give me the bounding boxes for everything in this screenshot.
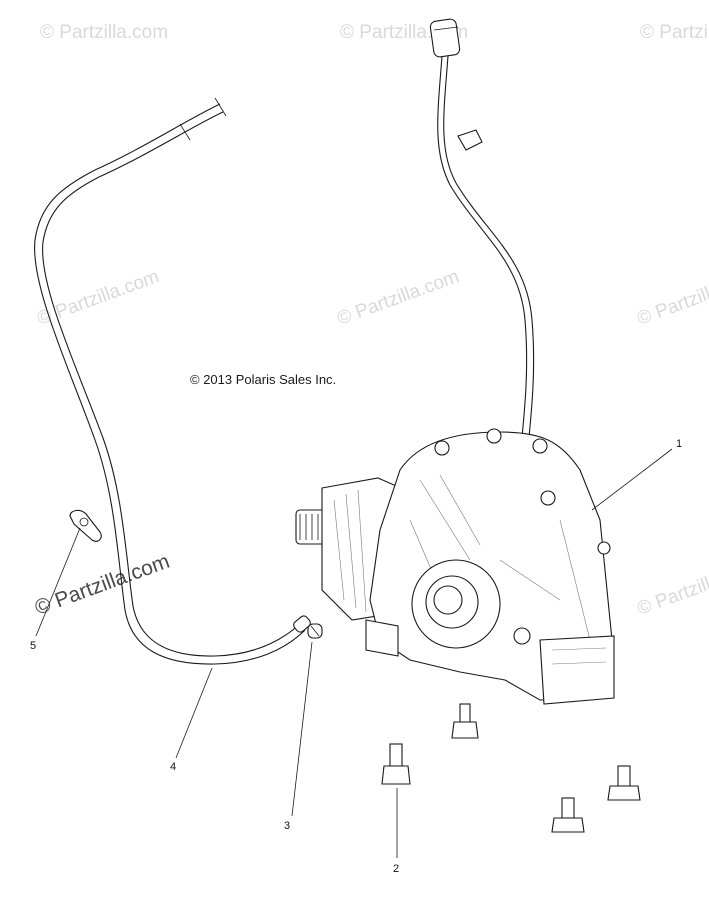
bolt <box>551 797 585 833</box>
watermark: © Partzilla.com <box>335 266 462 330</box>
vent-hose <box>34 97 311 665</box>
bolt <box>607 765 641 801</box>
callout-3: 3 <box>284 820 290 832</box>
callout-4: 4 <box>170 761 176 773</box>
copyright-text: © 2013 Polaris Sales Inc. <box>190 372 336 387</box>
wire-harness <box>429 18 535 461</box>
watermark: © Partzilla.com <box>635 556 709 620</box>
hose-clip <box>69 509 102 542</box>
watermark: © Partzilla.com <box>40 22 168 43</box>
mounting-bolts <box>381 703 641 833</box>
bolt <box>451 703 479 739</box>
callout-1: 1 <box>676 438 682 450</box>
bolt <box>381 743 411 785</box>
watermark-bold: © Partzilla.com <box>32 550 173 620</box>
watermark: © Partzilla.com <box>635 266 709 330</box>
watermark: © Partzilla.com <box>35 266 162 330</box>
front-gearcase <box>295 428 615 705</box>
vent-fitting <box>307 623 323 639</box>
callout-5: 5 <box>30 640 36 652</box>
leader-lines <box>35 448 673 858</box>
watermark: © Partzilla.com <box>640 22 709 43</box>
callout-2: 2 <box>393 863 399 875</box>
